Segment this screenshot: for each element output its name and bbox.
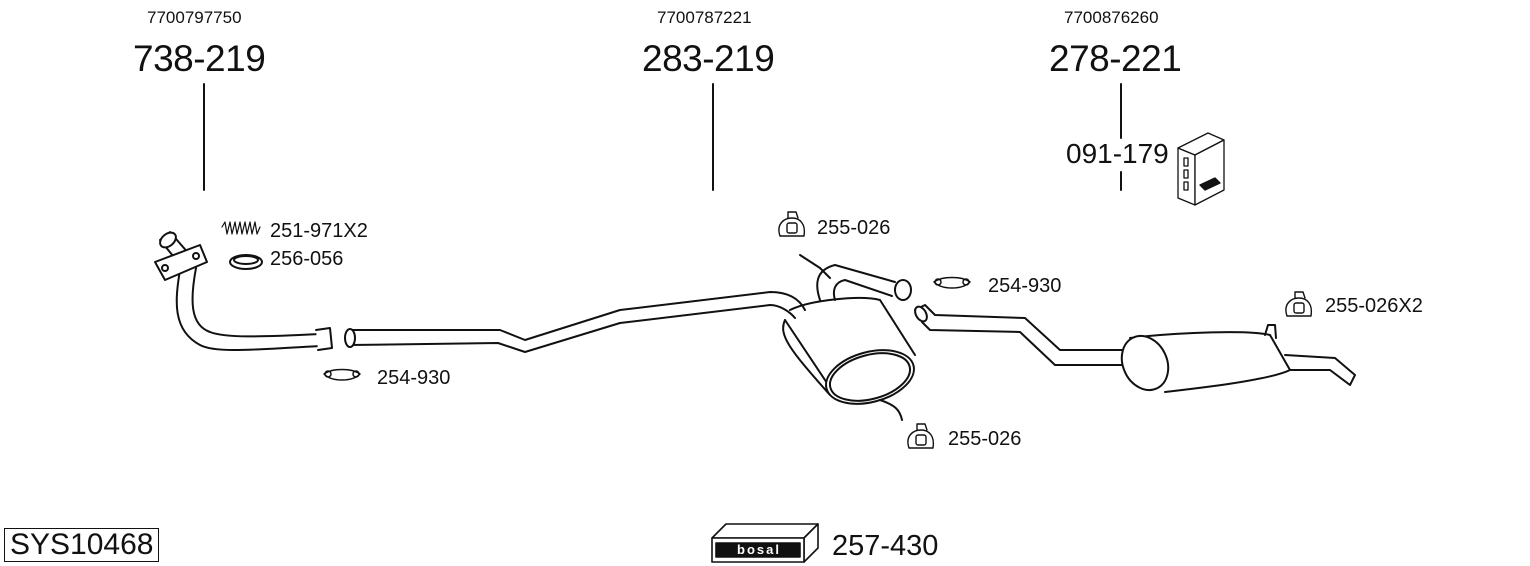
sealing-ring-icon [229, 254, 263, 270]
oe-number-label: 7700876260 [1064, 8, 1159, 27]
accessory-label[interactable]: 251-971X2 [270, 220, 368, 242]
accessory-label[interactable]: 256-056 [270, 248, 344, 270]
rear-muffler-278-221 [914, 304, 1356, 393]
accessory-label[interactable]: 255-026X2 [1325, 295, 1423, 317]
rubber-mount-icon [907, 423, 935, 449]
rubber-mount-icon [778, 211, 806, 237]
assembly-kit-box-icon [711, 523, 819, 563]
part-number-label[interactable]: 283-219 [642, 38, 775, 79]
oe-number-label: 7700787221 [657, 8, 752, 27]
center-pipe-283-219 [344, 254, 916, 421]
rubber-mount-icon [1285, 291, 1313, 317]
accessory-label[interactable]: 254-930 [988, 275, 1062, 297]
mounting-kit-box-icon [1177, 132, 1225, 206]
oe-number-label: 7700797750 [147, 8, 242, 27]
part-number-label[interactable]: 278-221 [1049, 38, 1182, 79]
front-pipe-738-219 [154, 231, 333, 351]
accessory-label[interactable]: 255-026 [817, 217, 891, 239]
mounting-kit-label[interactable]: 091-179 [1066, 138, 1169, 169]
system-id-badge: SYS10468 [4, 528, 160, 562]
part-number-label[interactable]: 738-219 [133, 38, 266, 79]
clamp-icon [323, 368, 361, 381]
spring-icon [221, 221, 261, 235]
clamp-icon [933, 276, 971, 289]
assembly-kit-label[interactable]: 257-430 [832, 530, 939, 562]
brand-logo: bosal [737, 542, 781, 557]
accessory-label[interactable]: 254-930 [377, 367, 451, 389]
accessory-label[interactable]: 255-026 [948, 428, 1022, 450]
